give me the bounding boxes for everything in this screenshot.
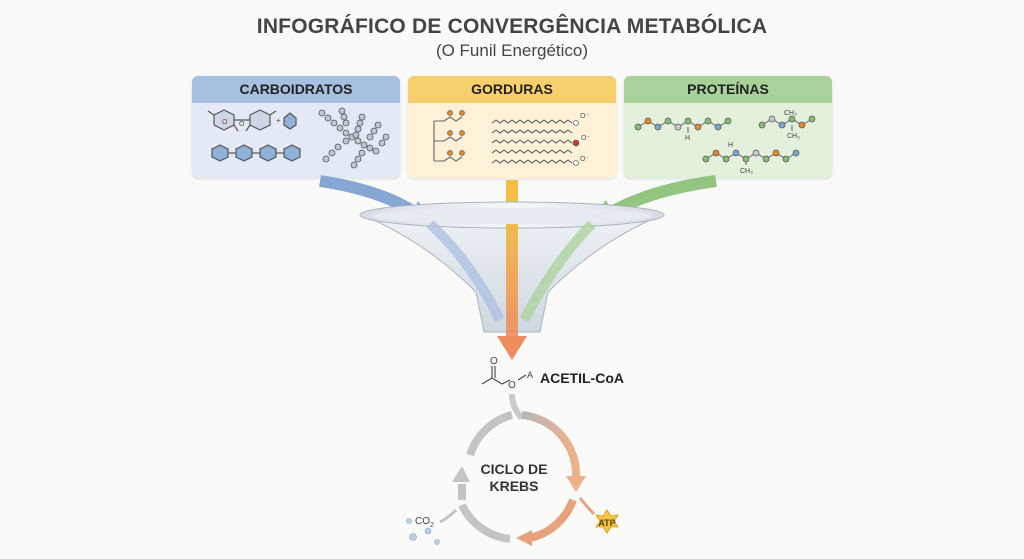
carboxylate-label-2: O⁻	[581, 135, 590, 142]
krebs-cycle-label: CICLO DE KREBS	[462, 461, 566, 495]
fats-stream	[506, 224, 518, 336]
carbohydrate-molecules-illustration: O O +	[207, 107, 390, 169]
co2-base: CO	[415, 516, 430, 527]
amino-acid-illustration: H CH₃ CH₃ H CH₃	[634, 110, 816, 175]
atp-arrow	[578, 497, 596, 516]
glycogen-branch-icon	[318, 107, 390, 169]
fats-panel: GORDURAS O⁻ O⁻ O⁻	[408, 76, 616, 178]
carbohydrates-header: CARBOIDRATOS	[192, 76, 400, 103]
cycle-segment-bottom-left	[458, 503, 511, 543]
proteins-panel: PROTEÍNAS H CH₃ CH₃ H CH₃	[624, 76, 832, 178]
carboxylate-label-3: O⁻	[580, 156, 589, 163]
plus-sign: +	[276, 116, 281, 125]
infographic-subtitle: (O Funil Energético)	[435, 41, 589, 60]
cycle-segment-top-right	[521, 411, 581, 479]
co2-bubbles-icon	[406, 518, 440, 545]
infographic-title: INFOGRÁFICO DE CONVERGÊNCIA METABÓLICA	[256, 15, 768, 38]
proteins-stream	[519, 220, 596, 323]
acetyl-coa-structure	[481, 366, 527, 385]
co2-label: CO2	[415, 516, 434, 529]
cycle-arrowhead-bottom	[516, 530, 532, 546]
protein-group-label-2: CH₃	[784, 110, 797, 117]
protein-group-label-1: H	[685, 135, 690, 142]
cycle-arrowhead-right	[566, 476, 586, 492]
carboxylate-label-1: O⁻	[580, 113, 589, 120]
krebs-label-line2: KREBS	[489, 478, 539, 494]
carbohydrates-panel: CARBOIDRATOS O O +	[192, 76, 400, 178]
co2-arrow	[439, 508, 458, 524]
cycle-segment-bottom-right	[528, 498, 577, 542]
ring-oxygen-label: O	[222, 119, 228, 126]
acetyl-to-cycle-arrow	[509, 393, 525, 421]
atp-label: ATP	[598, 518, 616, 528]
triglyceride-illustration: O⁻ O⁻ O⁻	[433, 110, 590, 166]
output-arrowhead	[497, 336, 527, 360]
linkage-oxygen-label: O	[239, 121, 245, 128]
fats-arrow	[506, 180, 518, 208]
protein-group-label-4: H	[728, 142, 733, 149]
proteins-header: PROTEÍNAS	[624, 76, 832, 103]
funnel-opening	[372, 208, 652, 224]
co2-subscript: 2	[430, 522, 434, 529]
krebs-label-line1: CICLO DE	[480, 461, 548, 477]
protein-group-label-5: CH₃	[740, 168, 753, 175]
acetyl-oxygen-label: O	[490, 356, 498, 367]
carbohydrates-stream	[426, 220, 505, 323]
cycle-segment-top-left	[466, 411, 514, 457]
cycle-arrowhead-left	[452, 466, 470, 482]
acetyl-coa-label: ACETIL-CoA	[540, 370, 624, 386]
protein-group-label-3: CH₃	[787, 133, 800, 140]
acetyl-coa-group-label: A	[527, 370, 533, 380]
atp-starburst-icon	[595, 509, 619, 534]
fats-header: GORDURAS	[408, 76, 616, 103]
acetyl-ester-oxygen-label: O	[508, 380, 516, 391]
